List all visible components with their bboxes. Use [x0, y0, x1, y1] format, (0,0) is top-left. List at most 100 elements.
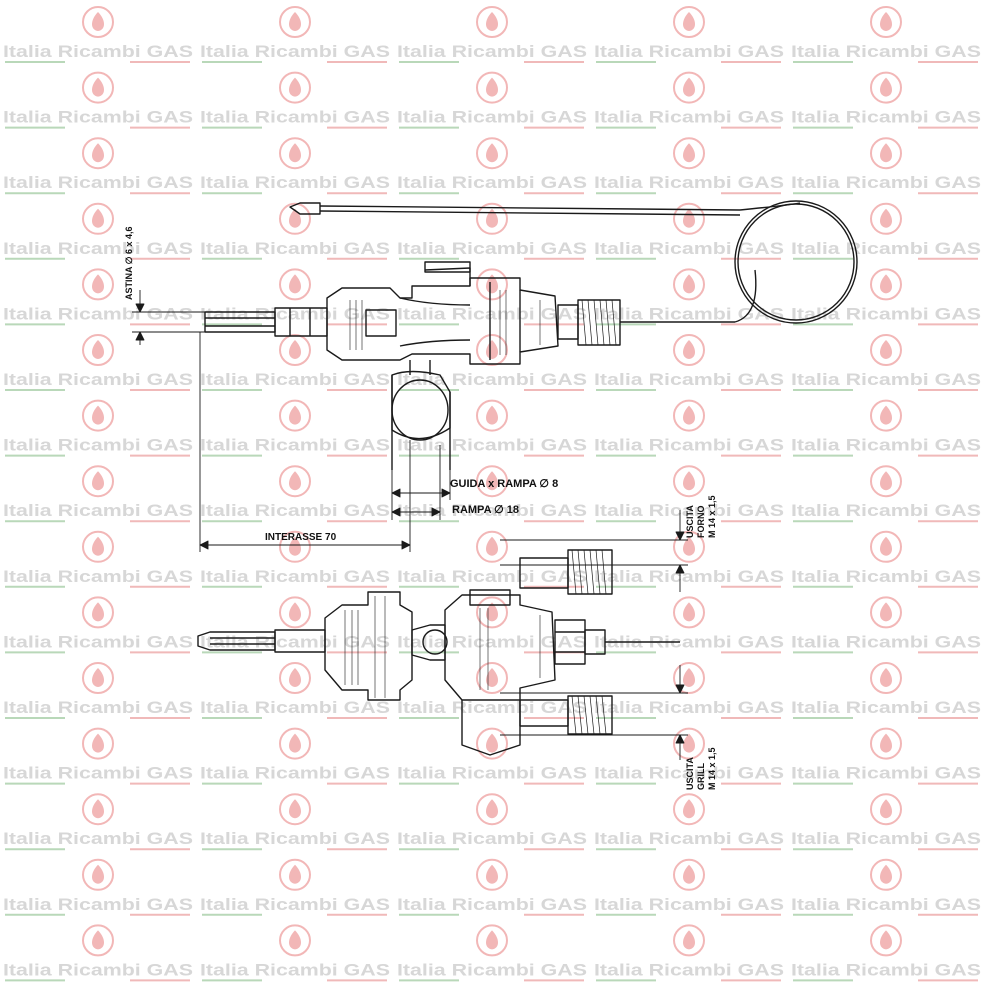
- watermark-tile: Italia Ricambi GAS: [791, 268, 981, 326]
- watermark-text: Italia Ricambi GAS: [3, 632, 193, 651]
- watermark-text: Italia Ricambi GAS: [791, 895, 981, 914]
- watermark-text: Italia Ricambi GAS: [200, 108, 390, 127]
- flame-icon: [486, 930, 498, 950]
- watermark-text: Italia Ricambi GAS: [200, 42, 390, 61]
- flame-logo-icon: [673, 6, 705, 38]
- flame-icon: [880, 405, 892, 425]
- watermark-tile: Italia Ricambi GAS: [594, 924, 784, 982]
- flame-logo-icon: [279, 662, 311, 694]
- flame-icon: [289, 12, 301, 31]
- flame-icon: [486, 143, 498, 163]
- watermark-tile: Italia Ricambi GAS: [200, 924, 390, 982]
- watermark-text: Italia Ricambi GAS: [200, 698, 390, 717]
- watermark-tile: Italia Ricambi GAS: [3, 530, 193, 588]
- flame-icon: [683, 143, 695, 163]
- flame-icon: [486, 602, 498, 622]
- flame-logo-icon: [476, 793, 508, 826]
- flame-icon: [880, 77, 892, 97]
- flame-icon: [486, 733, 498, 753]
- flame-logo-icon: [673, 596, 705, 629]
- watermark-text: Italia Ricambi GAS: [594, 42, 784, 61]
- watermark-tile: Italia Ricambi GAS: [594, 465, 784, 523]
- flame-logo-icon: [82, 793, 114, 826]
- flame-logo-icon: [673, 202, 705, 235]
- watermark-text: Italia Ricambi GAS: [791, 304, 981, 323]
- flame-icon: [486, 799, 498, 819]
- watermark-text: Italia Ricambi GAS: [3, 370, 193, 389]
- watermark-tile: Italia Ricambi GAS: [200, 530, 390, 588]
- watermark-tile: Italia Ricambi GAS: [200, 202, 390, 260]
- watermark-tile: Italia Ricambi GAS: [200, 71, 390, 129]
- flame-logo-icon: [476, 530, 508, 563]
- watermark-text: Italia Ricambi GAS: [397, 829, 587, 848]
- watermark-tile: Italia Ricambi GAS: [594, 530, 784, 588]
- flame-icon: [486, 668, 498, 687]
- watermark-text: Italia Ricambi GAS: [3, 501, 193, 520]
- watermark-tile: Italia Ricambi GAS: [397, 137, 587, 195]
- watermark-text: Italia Ricambi GAS: [791, 829, 981, 848]
- flame-icon: [683, 668, 695, 687]
- outlet-fitting-top: [557, 304, 579, 340]
- flame-logo-icon: [279, 858, 311, 891]
- flame-icon: [289, 602, 301, 622]
- watermark-tile: Italia Ricambi GAS: [594, 268, 784, 326]
- watermark-text: Italia Ricambi GAS: [397, 501, 587, 520]
- watermark-text: Italia Ricambi GAS: [397, 108, 587, 127]
- flame-logo-icon: [673, 137, 705, 170]
- outlet-grill: [567, 695, 613, 735]
- flame-icon: [683, 602, 695, 622]
- flame-logo-icon: [673, 727, 705, 760]
- flame-logo-icon: [82, 924, 114, 957]
- watermark-tile: Italia Ricambi GAS: [200, 334, 390, 391]
- watermark-text: Italia Ricambi GAS: [3, 173, 193, 192]
- watermark-text: Italia Ricambi GAS: [791, 960, 981, 979]
- flame-icon: [486, 340, 498, 359]
- flame-icon: [683, 733, 695, 753]
- watermark-text: Italia Ricambi GAS: [791, 501, 981, 520]
- watermark-text: Italia Ricambi GAS: [397, 239, 587, 258]
- flame-icon: [683, 77, 695, 97]
- watermark-tile: Italia Ricambi GAS: [594, 334, 784, 391]
- flame-logo-icon: [870, 530, 902, 563]
- sensor-bulb: [289, 202, 321, 215]
- flame-logo-icon: [870, 924, 902, 957]
- flame-icon: [683, 405, 695, 425]
- watermark-text: Italia Ricambi GAS: [3, 42, 193, 61]
- flame-icon: [486, 274, 498, 294]
- label-rampa: RAMPA ∅ 18: [452, 504, 519, 516]
- watermark-text: Italia Ricambi GAS: [397, 895, 587, 914]
- flame-logo-icon: [673, 924, 705, 957]
- watermark-tile: Italia Ricambi GAS: [791, 727, 981, 785]
- watermark-text: Italia Ricambi GAS: [594, 567, 784, 586]
- flame-logo-icon: [279, 924, 311, 957]
- watermark-tile: Italia Ricambi GAS: [397, 924, 587, 982]
- outlet-forno: [567, 549, 613, 595]
- watermark-tile: Italia Ricambi GAS: [3, 6, 193, 63]
- flame-logo-icon: [673, 399, 705, 432]
- flame-icon: [92, 274, 104, 294]
- flame-icon: [880, 274, 892, 294]
- watermark-tile: Italia Ricambi GAS: [200, 399, 390, 457]
- flame-logo-icon: [82, 399, 114, 432]
- flame-logo-icon: [82, 334, 114, 366]
- flame-logo-icon: [870, 137, 902, 170]
- watermark-text: Italia Ricambi GAS: [791, 108, 981, 127]
- flame-icon: [683, 274, 695, 294]
- watermark-text: Italia Ricambi GAS: [594, 829, 784, 848]
- label-guida-rampa: GUIDA x RAMPA ∅ 8: [450, 478, 558, 490]
- flame-logo-icon: [673, 662, 705, 694]
- valve-body-top: [326, 277, 559, 365]
- watermark-tile: Italia Ricambi GAS: [397, 71, 587, 129]
- watermark-tile: Italia Ricambi GAS: [3, 858, 193, 916]
- flame-icon: [880, 536, 892, 556]
- flame-logo-icon: [870, 202, 902, 235]
- watermark-tile: Italia Ricambi GAS: [594, 6, 784, 63]
- watermark-text: Italia Ricambi GAS: [594, 895, 784, 914]
- flame-icon: [289, 864, 301, 884]
- capillary-coil: [737, 203, 855, 321]
- watermark-text: Italia Ricambi GAS: [397, 173, 587, 192]
- flame-logo-icon: [673, 465, 705, 498]
- flame-logo-icon: [870, 662, 902, 694]
- flame-icon: [289, 668, 301, 687]
- watermark-tile: Italia Ricambi GAS: [3, 399, 193, 457]
